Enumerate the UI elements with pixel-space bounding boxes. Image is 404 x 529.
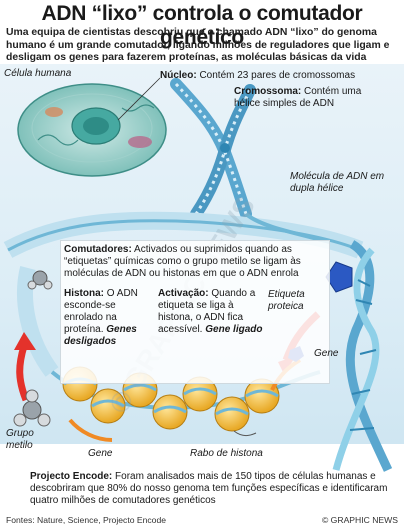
nucleus-desc: Contém 23 pares de cromossomas <box>196 70 356 81</box>
dna-label: Molécula de ADN em dupla hélice <box>290 171 385 194</box>
cell-label: Célula humana <box>4 68 72 79</box>
chromosome-callout: Cromossoma: Contém uma hélice simples de… <box>234 86 384 109</box>
gene-label-right: Gene <box>314 348 339 359</box>
sources-footer: Fontes: Nature, Science, Projecto Encode <box>6 515 167 525</box>
cell-nucleus <box>71 107 121 145</box>
page-title: ADN “lixo” controla o comutador genético <box>41 2 363 49</box>
protein-tag-label: Etiqueta proteica <box>268 289 305 312</box>
dna-ribbon <box>3 211 364 377</box>
methyl-group-icon <box>13 270 53 427</box>
double-helix <box>332 240 393 472</box>
genes-off-label: Genes desligados <box>64 324 137 347</box>
encode-project-text: Projecto Encode: Foram analisados mais d… <box>30 471 394 507</box>
chromosome <box>170 78 256 220</box>
switches-term: Comutadores: <box>64 244 132 255</box>
human-cell <box>17 83 167 177</box>
activation-term: Activação: <box>158 288 209 299</box>
activation-desc: Quando a etiqueta se liga à histona, o A… <box>158 288 256 335</box>
methyl-group-label: Grupo metilo <box>6 428 34 451</box>
histone-term: Histona: <box>64 288 104 299</box>
nucleus-leader <box>117 77 161 121</box>
histone-tail-label: Rabo de histona <box>190 448 263 459</box>
switches-text: Comutadores: Activados ou suprimidos qua… <box>64 244 326 280</box>
chromosome-term: Cromossoma: <box>234 86 302 97</box>
encode-desc: Foram analisados mais de 150 tipos de cé… <box>30 471 388 506</box>
gene-label-bottom: Gene <box>88 448 113 459</box>
switches-desc: Activados ou suprimidos quando as “etiqu… <box>64 244 301 279</box>
switches-panel <box>60 240 330 384</box>
gene-on-label: Gene ligado <box>205 324 263 335</box>
nucleus-callout: Núcleo: Contém 23 pares de cromossomas <box>160 70 400 82</box>
brand-footer: © GRAPHIC NEWS <box>321 515 398 525</box>
activation-text: Activação: Quando a etiqueta se liga à h… <box>158 288 264 336</box>
nucleus-term: Núcleo: <box>160 70 197 81</box>
chromosome-desc: Contém uma hélice simples de ADN <box>234 86 362 109</box>
histone-desc: O ADN esconde-se enrolado na proteína. <box>64 288 138 335</box>
encode-term: Projecto Encode: <box>30 471 113 482</box>
intro-text: Uma equipa de cientistas descobriu que o… <box>6 27 390 64</box>
histone-spools <box>50 346 321 442</box>
histone-text: Histona: O ADN esconde-se enrolado na pr… <box>64 288 146 348</box>
